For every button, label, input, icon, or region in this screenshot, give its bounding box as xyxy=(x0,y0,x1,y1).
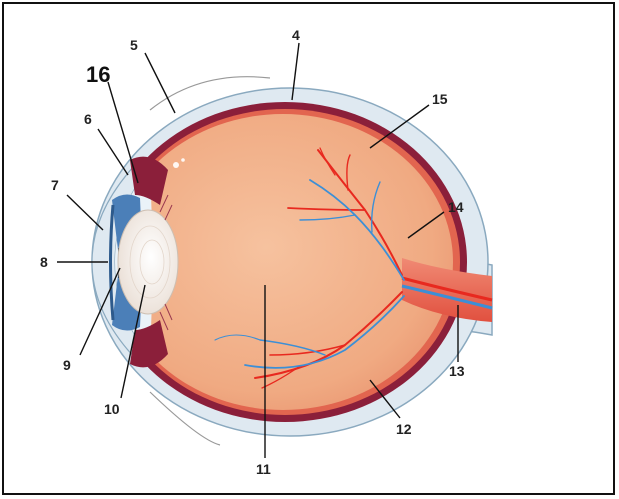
label-16: 16 xyxy=(86,62,110,87)
label-12: 12 xyxy=(396,421,412,437)
label-11: 11 xyxy=(256,461,271,477)
lens xyxy=(118,210,178,314)
highlight xyxy=(173,162,179,168)
label-5: 5 xyxy=(130,37,138,53)
label-6: 6 xyxy=(84,111,92,127)
label-4: 4 xyxy=(292,27,300,43)
label-13: 13 xyxy=(449,363,465,379)
highlight-small xyxy=(181,158,185,162)
label-9: 9 xyxy=(63,357,71,373)
label-14: 14 xyxy=(448,199,464,215)
label-10: 10 xyxy=(104,401,120,417)
label-7: 7 xyxy=(51,177,59,193)
label-15: 15 xyxy=(432,91,448,107)
label-8: 8 xyxy=(40,254,48,270)
